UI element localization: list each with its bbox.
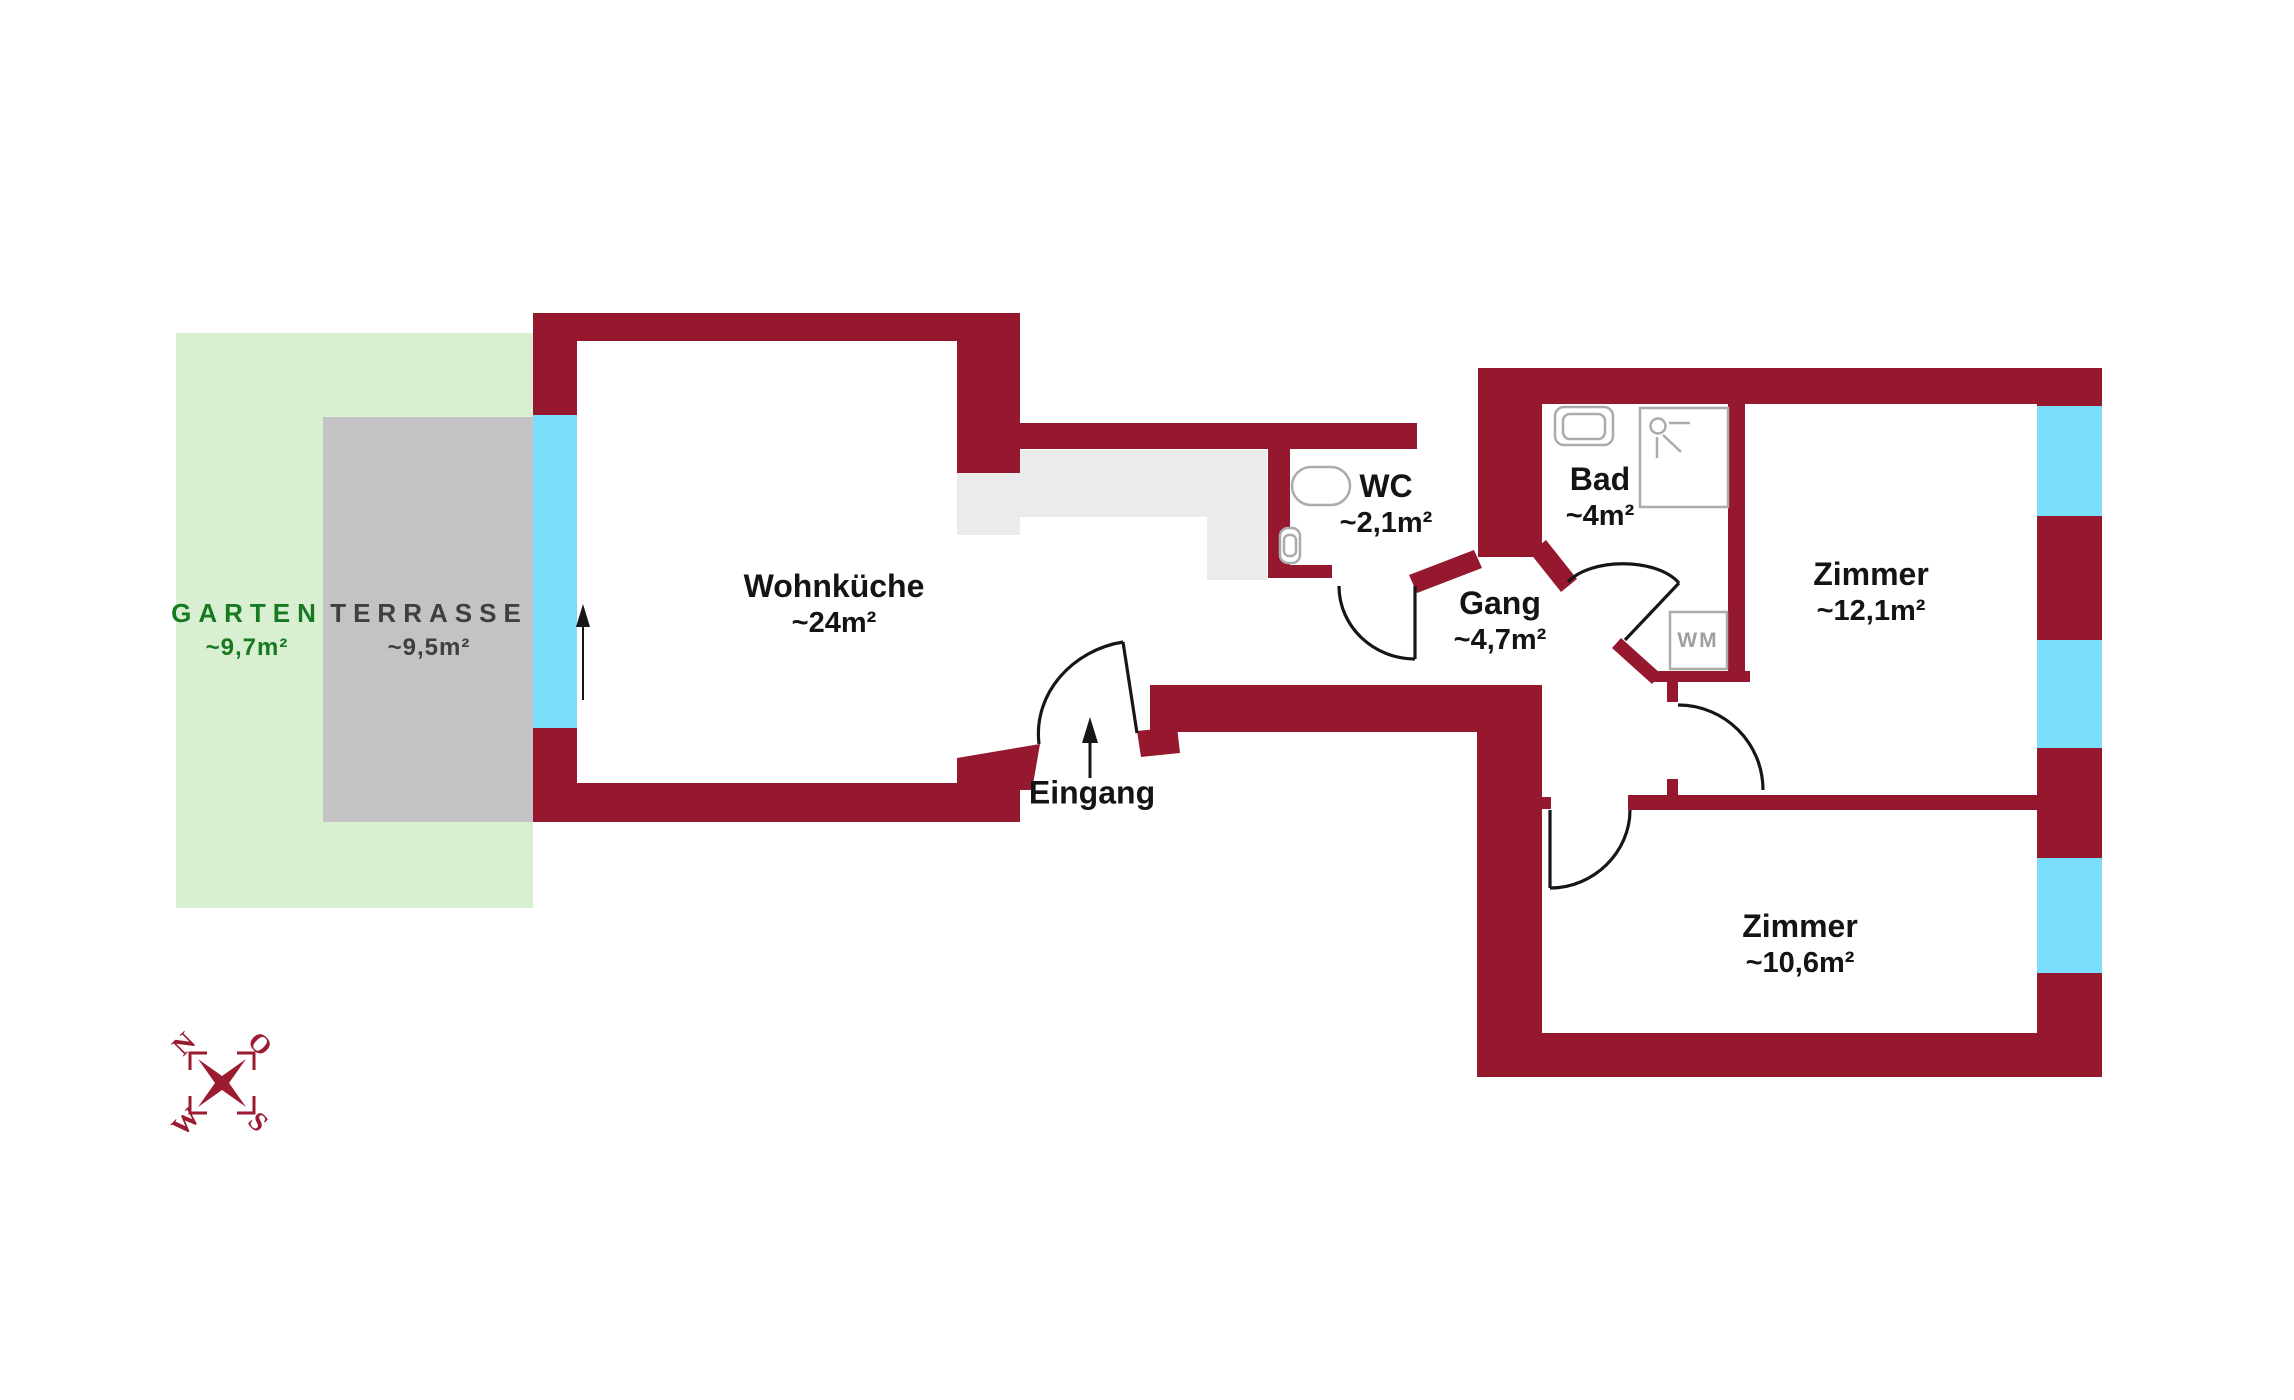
wall-bad-east	[1728, 403, 1745, 673]
bad-door-leaf	[1623, 581, 1681, 642]
zimmer2-door-arc-icon	[1549, 809, 1632, 890]
wall-between-zimmer	[1628, 795, 2037, 810]
wall-left-bottom-block	[1477, 685, 1542, 1075]
fixtures	[1278, 405, 1730, 671]
washing-machine-box	[1668, 610, 1729, 671]
wall-entrance-left-jamb	[957, 744, 1040, 790]
kitchen-counter	[957, 450, 1267, 580]
wall-kitchen-wc-top	[1020, 423, 1417, 449]
wc-label: WC ~2,1m²	[1339, 468, 1433, 539]
shower-head-icon	[1649, 417, 1667, 435]
terrace-area	[323, 417, 533, 822]
wohnkueche-label: Wohnküche ~24m²	[743, 568, 925, 639]
compass-icon	[188, 1051, 256, 1115]
window-zimmer1-bottom-icon	[2037, 640, 2102, 748]
arrows	[576, 604, 1098, 778]
windows	[533, 406, 2102, 973]
wall-wc-bottom	[1268, 565, 1332, 578]
wc-door-arc-icon	[1337, 585, 1416, 661]
window-zimmer1-top-icon	[2037, 406, 2102, 516]
wall-stub-zimmer1-bottom	[1667, 779, 1678, 795]
wall-under-wm	[1653, 671, 1750, 682]
wall-corridor-south	[1150, 685, 1477, 732]
compass-chevrons	[188, 1051, 256, 1115]
entrance-arrow-icon	[1082, 717, 1098, 743]
wall-top-right-block	[1478, 368, 2102, 404]
walls	[533, 313, 2102, 1077]
compass-star	[198, 1059, 246, 1107]
wall-bad-west	[1478, 402, 1542, 557]
wall-chamfer-bad-se	[1612, 638, 1661, 684]
entrance-door-arc-icon	[1036, 640, 1124, 745]
shower-spray-line-2	[1662, 434, 1682, 453]
washing-machine-label: WM	[1677, 629, 1719, 652]
wall-bottom-zimmer2	[1477, 1033, 2102, 1077]
bad-door-arc-icon	[1566, 562, 1681, 585]
sink-basin-inner	[1561, 412, 1607, 441]
zimmer1-door-arc-icon	[1677, 703, 1765, 791]
toilet-icon	[1290, 465, 1352, 507]
garten-label: GARTEN ~9,7m²	[171, 598, 323, 661]
entrance-door-leaf	[1121, 641, 1139, 734]
window-zimmer2-icon	[2037, 858, 2102, 973]
doors	[1036, 562, 1765, 890]
outdoor-areas	[176, 333, 533, 908]
gang-label: Gang ~4,7m²	[1453, 585, 1547, 656]
eingang-label: Eingang	[1028, 774, 1156, 811]
wall-top-wohnkueche	[533, 313, 1020, 341]
wall-stub-zimmer1-top	[1667, 680, 1678, 702]
window-arrow-icon	[576, 604, 590, 627]
wall-chamfer-bad-sw	[1530, 540, 1577, 592]
wc-basin-inner	[1282, 533, 1298, 558]
wall-stub-zimmer2-door	[1541, 797, 1551, 809]
bad-label: Bad ~4m²	[1565, 461, 1635, 532]
wall-bottom-wohnkueche	[533, 783, 1020, 822]
zimmer2-label: Zimmer ~10,6m²	[1742, 908, 1858, 979]
window-wohnkueche-icon	[533, 415, 577, 728]
terrasse-label: TERRASSE ~9,5m²	[330, 598, 528, 661]
wall-step-wohnkueche	[957, 341, 1020, 473]
wall-chamfer-wc	[1409, 550, 1482, 593]
zimmer1-label: Zimmer ~12,1m²	[1813, 556, 1929, 627]
wall-entrance-right-jamb	[1137, 727, 1180, 757]
